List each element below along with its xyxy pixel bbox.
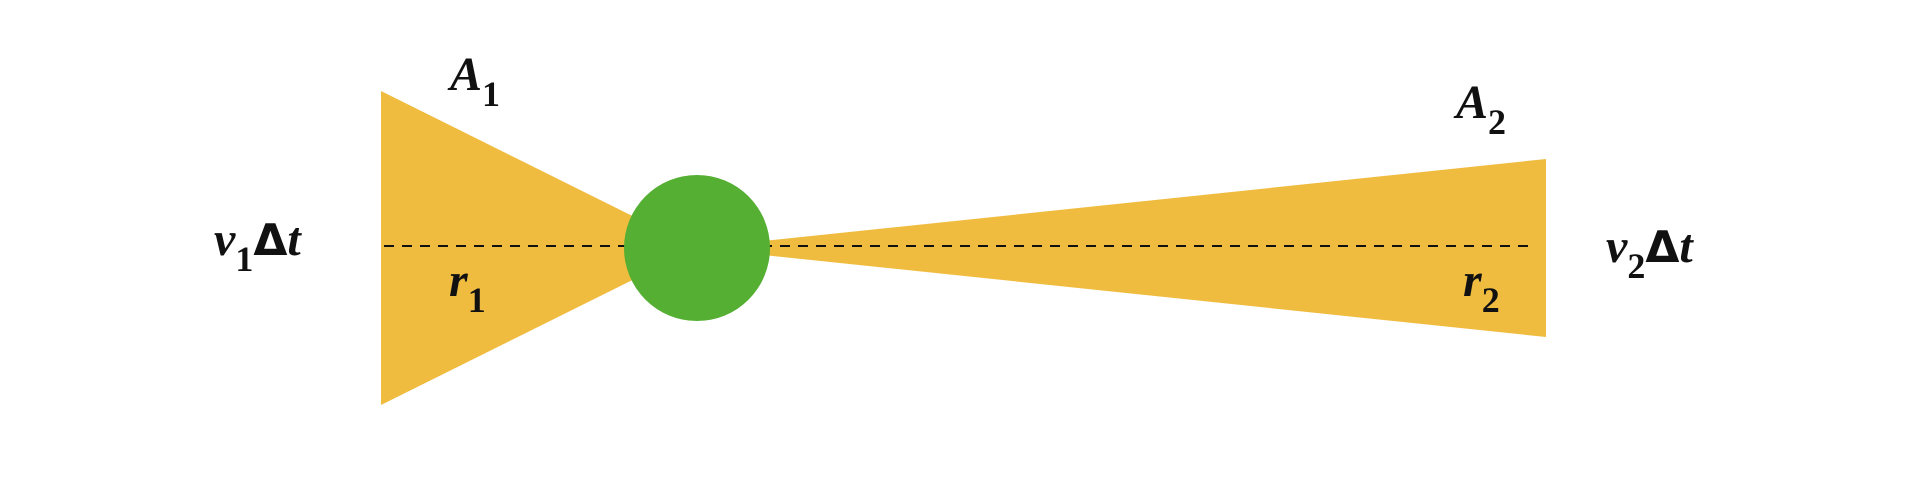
sector-right [697, 159, 1546, 337]
label-radius-right: r2 [1463, 254, 1500, 320]
label-area-left: A1 [447, 48, 500, 114]
sector-left [381, 91, 697, 405]
label-arc-right: v2Δt [1606, 220, 1694, 286]
label-area-right: A2 [1453, 76, 1506, 142]
central-mass-circle [624, 175, 770, 321]
label-radius-left: r1 [449, 254, 486, 320]
label-arc-left: v1Δt [214, 213, 302, 279]
